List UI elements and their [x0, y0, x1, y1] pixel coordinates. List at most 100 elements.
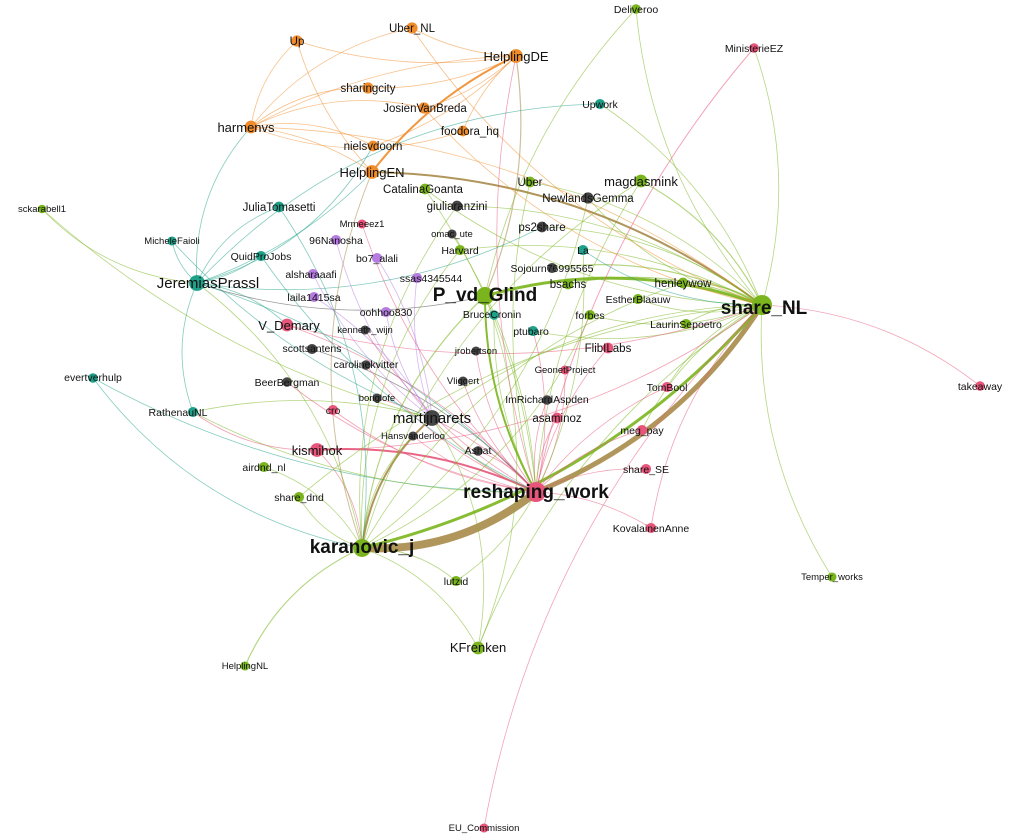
node-martijnarets[interactable]	[424, 410, 440, 426]
node-label-HelplingDE: HelplingDE	[483, 49, 548, 64]
node-Vliggert[interactable]	[458, 376, 468, 386]
edge-alsharaaafi-martijnarets	[312, 273, 433, 419]
node-harmenvs[interactable]	[244, 120, 258, 134]
node-Deliveroo[interactable]	[631, 4, 641, 14]
node-RathenauNL[interactable]	[187, 406, 199, 418]
node-henleywow[interactable]	[677, 277, 689, 289]
node-scottsantens[interactable]	[306, 343, 318, 355]
node-label-airdnd_nl: airdnd_nl	[242, 462, 285, 474]
node-EstherBlaauw[interactable]	[632, 293, 644, 305]
node-KFrenken[interactable]	[471, 641, 485, 655]
node-JeremiasPrassl[interactable]	[189, 275, 205, 291]
node-bsachs[interactable]	[562, 278, 574, 290]
edge-meg_pay-share_NL	[641, 304, 763, 431]
edge-share_dnd-share_NL	[298, 304, 763, 498]
node-Up[interactable]	[291, 35, 303, 47]
node-cro[interactable]	[327, 404, 339, 416]
node-evertverhulp[interactable]	[88, 373, 98, 383]
node-label-ps2share: ps2share	[518, 222, 565, 234]
edge-BruceCronin-reshaping_work	[493, 314, 537, 493]
node-BeerBergman[interactable]	[282, 377, 292, 387]
node-kismihok[interactable]	[310, 443, 324, 457]
node-La[interactable]	[577, 244, 589, 256]
node-share_SE[interactable]	[640, 463, 652, 475]
node-boriglofe[interactable]	[372, 393, 382, 403]
node-jrobertson[interactable]	[471, 346, 481, 356]
node-label-kenneth_wijn: kenneth_wijn	[337, 325, 392, 336]
node-QuidProJobs[interactable]	[255, 250, 267, 262]
node-label-Up: Up	[290, 36, 305, 48]
node-EU_Commission[interactable]	[479, 823, 489, 833]
edge-Harvard-share_NL	[459, 245, 763, 306]
node-JuliaTomasetti[interactable]	[273, 201, 285, 213]
node-label-JuliaTomasetti: JuliaTomasetti	[243, 202, 316, 214]
node-BruceCronin[interactable]	[489, 310, 499, 320]
node-HelplingEN[interactable]	[365, 165, 379, 179]
node-foodora_hq[interactable]	[457, 125, 469, 137]
node-karanovic_j[interactable]	[353, 539, 371, 557]
edge-martijnarets-KFrenken	[431, 417, 485, 649]
node-sharingcity[interactable]	[362, 82, 374, 94]
node-Hansvanderloo[interactable]	[408, 431, 418, 441]
node-ptubaro[interactable]	[527, 325, 539, 337]
node-share_NL[interactable]	[752, 295, 772, 315]
node-airdnd_nl[interactable]	[258, 461, 270, 473]
node-ImRichardAspden[interactable]	[542, 395, 552, 405]
node-label-giuliaranzini: giuliaranzini	[427, 201, 488, 213]
node-oohhoo830[interactable]	[380, 306, 392, 318]
node-lutzid[interactable]	[450, 575, 462, 587]
node-Upwork[interactable]	[594, 98, 606, 110]
node-ssas4345544[interactable]	[411, 272, 423, 284]
node-ps2share[interactable]	[536, 221, 548, 233]
node-share_dnd[interactable]	[293, 491, 305, 503]
node-reshaping_work[interactable]	[526, 482, 546, 502]
node-Ashat[interactable]	[473, 446, 483, 456]
node-JosienVanBreda[interactable]	[418, 102, 430, 114]
node-alsharaaafi[interactable]	[307, 268, 319, 280]
node-Uber[interactable]	[524, 176, 536, 188]
node-nielsvdoorn[interactable]	[367, 140, 379, 152]
node-96Nanosha[interactable]	[330, 234, 342, 246]
edge-airdnd_nl-karanovic_j	[263, 466, 363, 549]
node-KovalainenAnne[interactable]	[645, 522, 657, 534]
node-Sojourn76995565[interactable]	[546, 262, 558, 274]
node-TomBool[interactable]	[661, 381, 673, 393]
node-GeonetProject[interactable]	[560, 365, 570, 375]
node-HelplingNL[interactable]	[240, 661, 250, 671]
node-Uber_NL[interactable]	[406, 22, 418, 34]
node-CatalinaGoanta[interactable]	[419, 183, 431, 195]
node-bo7_alali[interactable]	[371, 252, 383, 264]
edge-Mrmeeez1-reshaping_work	[361, 223, 537, 493]
edge-reshaping_work-share_NL	[535, 303, 765, 495]
node-label-scottsantens: scottsantens	[283, 343, 342, 355]
node-Mrmeeez1[interactable]	[357, 219, 367, 229]
node-LaurinSepoetro[interactable]	[680, 318, 692, 330]
node-HelplingDE[interactable]	[509, 49, 523, 63]
node-Temper_works[interactable]	[827, 572, 837, 582]
node-magdasmink[interactable]	[634, 174, 648, 188]
edge-ssas4345544-martijnarets	[414, 277, 433, 419]
node-label-evertverhulp: evertverhulp	[64, 372, 122, 384]
node-meg_pay[interactable]	[636, 424, 648, 436]
edge-JeremiasPrassl-ps2share	[196, 226, 543, 291]
node-V_Demary[interactable]	[280, 318, 294, 332]
node-FlibILabs[interactable]	[602, 342, 614, 354]
node-MinisterieEZ[interactable]	[749, 43, 759, 53]
node-sckarabell1[interactable]	[37, 204, 47, 214]
node-forbes[interactable]	[584, 309, 596, 321]
node-takeaway[interactable]	[975, 381, 985, 391]
node-giuliaranzini[interactable]	[451, 200, 463, 212]
node-omac_ute[interactable]	[447, 229, 457, 239]
edge-kismihok-share_NL	[316, 304, 763, 451]
node-Harvard[interactable]	[454, 244, 466, 256]
node-label-JosienVanBreda: JosienVanBreda	[383, 103, 467, 115]
node-P_vd_Glind[interactable]	[476, 287, 494, 305]
node-NewlandsGemma[interactable]	[582, 192, 594, 204]
node-laila1415sa[interactable]	[308, 291, 320, 303]
edge-takeaway-share_NL	[761, 304, 981, 387]
node-kenneth_wijn[interactable]	[360, 325, 370, 335]
node-carolinekvitter[interactable]	[361, 360, 371, 370]
node-MicheleFaioli[interactable]	[167, 236, 177, 246]
node-asaminoz[interactable]	[551, 412, 563, 424]
edge-NewlandsGemma-karanovic_j	[361, 197, 589, 549]
